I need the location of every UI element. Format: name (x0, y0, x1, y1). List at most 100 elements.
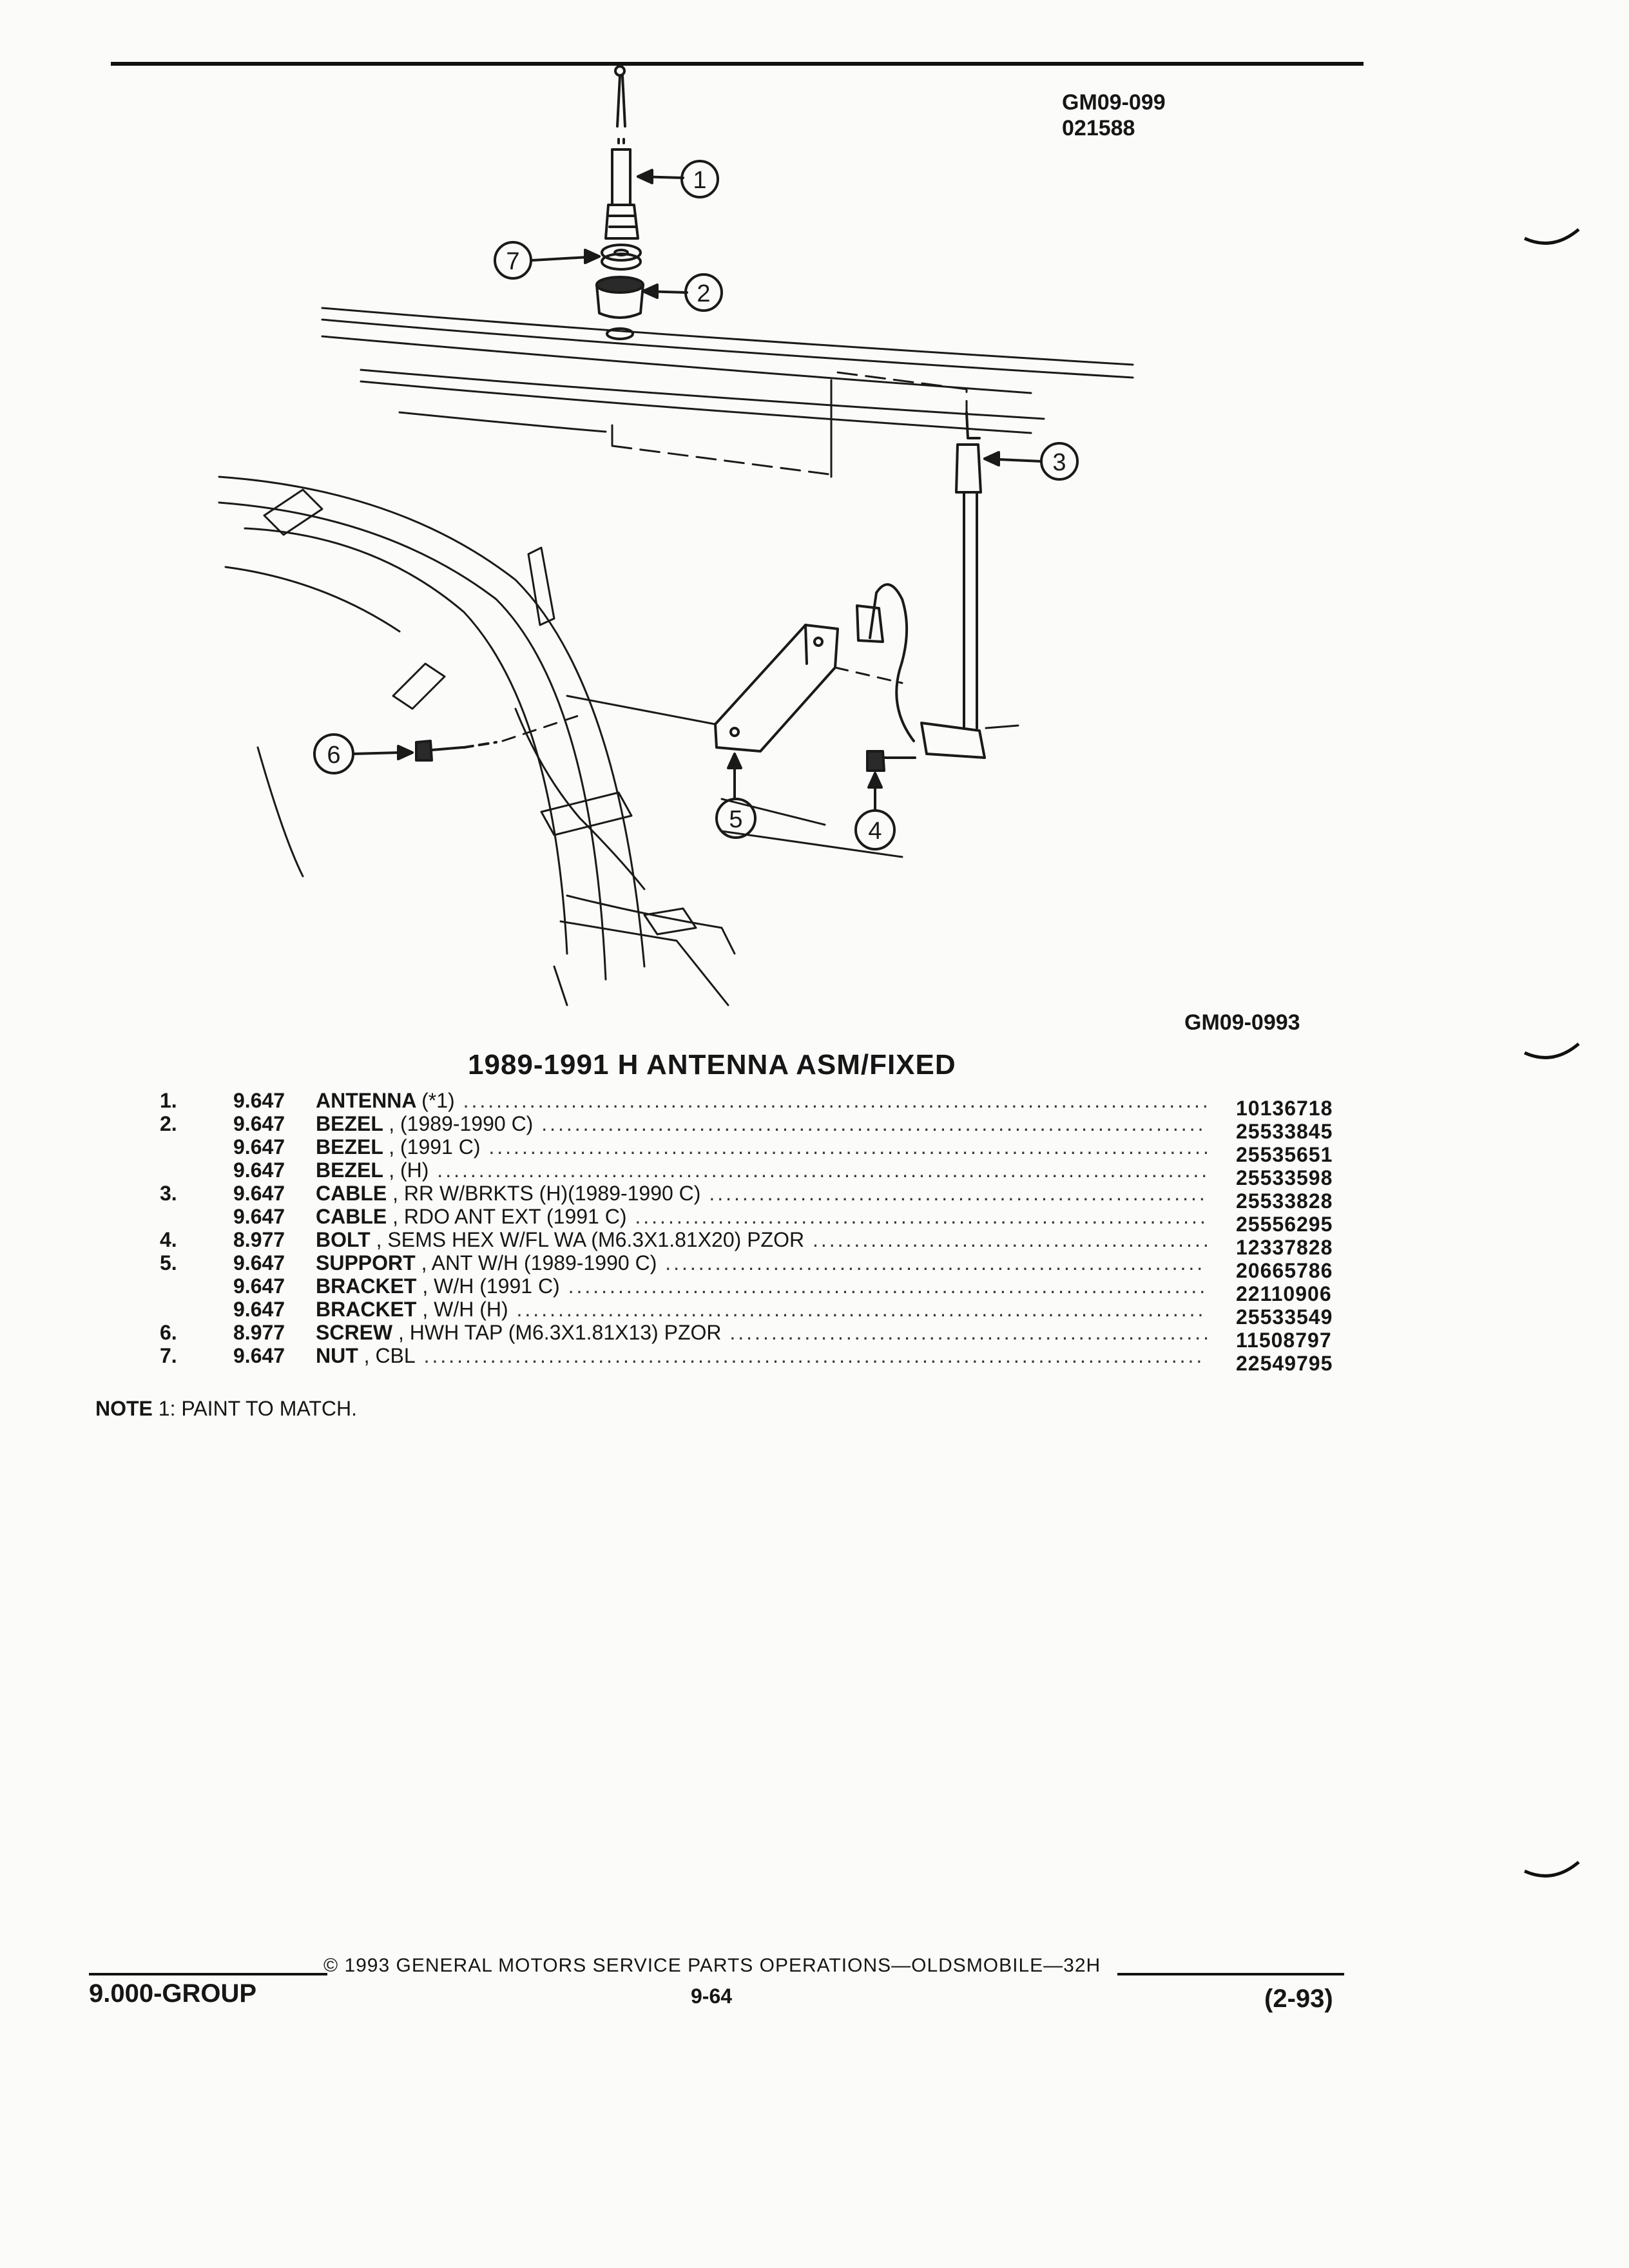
part-number: 25533549 (1236, 1305, 1333, 1329)
figure-code-date: 021588 (1062, 116, 1135, 140)
part-spec: (*1) (421, 1089, 455, 1112)
callout-5: 5 (715, 753, 757, 839)
part-spec: , W/H (H) (422, 1298, 508, 1321)
item-ref: 2. (160, 1112, 177, 1135)
part-number: 20665786 (1236, 1259, 1333, 1282)
part-description: ANTENNA (*1) ...........................… (316, 1089, 1211, 1113)
group-number: 9.647 (233, 1344, 285, 1367)
part-name: BEZEL (316, 1112, 383, 1135)
part-number: 11508797 (1236, 1329, 1332, 1352)
part-spec: , (1989-1990 C) (389, 1112, 534, 1135)
figure-code: GM09-099 (1062, 90, 1166, 115)
footer-copyright: © 1993 GENERAL MOTORS SERVICE PARTS OPER… (323, 1955, 1101, 1976)
svg-text:4: 4 (868, 818, 882, 845)
parts-row: 1. 9.647 ANTENNA (*1) ....................… (0, 1089, 1629, 1120)
part-spec: , SEMS HEX W/FL WA (M6.3X1.81X20) PZOR (376, 1228, 805, 1251)
part-name: BRACKET (316, 1274, 417, 1298)
group-number: 9.647 (233, 1251, 285, 1274)
part-description: BEZEL , (H) ............................… (316, 1158, 1210, 1182)
part-number: 25535651 (1236, 1143, 1333, 1166)
leader-dots: ........................................… (626, 1205, 1208, 1228)
item-ref: 7. (160, 1344, 177, 1367)
parts-row: 4. 8.977 BOLT , SEMS HEX W/FL WA (M6.3X1.8… (0, 1228, 1629, 1259)
item-ref: 4. (160, 1228, 177, 1251)
part-spec: , RR W/BRKTS (H)(1989-1990 C) (392, 1182, 701, 1205)
part-number: 25533598 (1236, 1166, 1333, 1189)
svg-text:5: 5 (729, 806, 742, 833)
margin-mark (1523, 1861, 1580, 1878)
part-description: NUT , CBL ..............................… (316, 1344, 1204, 1368)
part-spec: , (1991 C) (389, 1135, 481, 1158)
footer-left-rule (89, 1973, 327, 1975)
bolt-part (866, 750, 916, 772)
callout-3: 3 (983, 442, 1079, 481)
parts-row: 9.647 BEZEL , (1991 C) ..................… (0, 1135, 1629, 1166)
svg-text:7: 7 (506, 248, 519, 275)
part-name: BRACKET (316, 1298, 417, 1321)
part-number: 10136718 (1236, 1097, 1333, 1120)
leader-dots: ........................................… (533, 1112, 1206, 1135)
part-name: SUPPORT (316, 1251, 416, 1274)
part-spec: , ANT W/H (1989-1990 C) (421, 1251, 657, 1274)
part-spec: , W/H (1991 C) (422, 1274, 560, 1298)
group-number: 9.647 (233, 1112, 285, 1135)
part-number: 22110906 (1236, 1282, 1332, 1305)
part-description: BRACKET , W/H (1991 C) .................… (316, 1274, 1208, 1298)
callout-6: 6 (313, 733, 414, 774)
leader-dots: ........................................… (804, 1228, 1211, 1251)
part-spec: , RDO ANT EXT (1991 C) (392, 1205, 627, 1228)
screw-part (415, 740, 497, 762)
leader-dots: ........................................… (429, 1158, 1210, 1182)
group-number: 9.647 (233, 1135, 285, 1158)
assembly-lines (501, 666, 1019, 858)
group-number: 9.647 (233, 1182, 285, 1205)
part-name: NUT (316, 1344, 358, 1367)
parts-row: 2. 9.647 BEZEL , (1989-1990 C) ...........… (0, 1112, 1629, 1143)
svg-text:1: 1 (693, 167, 706, 194)
item-ref: 1. (160, 1089, 177, 1112)
callout-2: 2 (642, 273, 723, 312)
part-number: 25533828 (1236, 1189, 1333, 1213)
svg-text:6: 6 (327, 742, 340, 769)
group-number: 9.647 (233, 1158, 285, 1182)
part-name: SCREW (316, 1321, 393, 1344)
parts-row: 9.647 BEZEL , (H) .......................… (0, 1158, 1629, 1189)
callout-7: 7 (494, 241, 601, 280)
part-description: BEZEL , (1991 C) .......................… (316, 1135, 1211, 1159)
body-panel-lines (321, 307, 1134, 478)
callout-1: 1 (637, 160, 719, 198)
item-ref: 5. (160, 1251, 177, 1274)
part-number: 25533845 (1236, 1120, 1333, 1143)
leader-dots: ........................................… (480, 1135, 1211, 1158)
svg-text:2: 2 (697, 280, 710, 307)
callout-4: 4 (854, 772, 896, 850)
top-rule (111, 62, 1364, 66)
leader-dots: ........................................… (700, 1182, 1208, 1205)
group-number: 8.977 (233, 1228, 285, 1251)
part-number: 22549795 (1236, 1352, 1333, 1375)
leader-dots: ........................................… (415, 1344, 1205, 1367)
part-number: 25556295 (1236, 1213, 1333, 1236)
part-name: ANTENNA (316, 1089, 416, 1112)
leader-dots: ........................................… (559, 1274, 1208, 1298)
part-description: BEZEL , (1989-1990 C) ..................… (316, 1112, 1206, 1136)
note-text: 1: PAINT TO MATCH. (158, 1397, 357, 1420)
margin-mark (1523, 1043, 1580, 1059)
leader-dots: ........................................… (721, 1321, 1212, 1344)
parts-row: 5. 9.647 SUPPORT , ANT W/H (1989-1990 C) .… (0, 1251, 1629, 1282)
part-name: CABLE (316, 1205, 387, 1228)
part-description: SUPPORT , ANT W/H (1989-1990 C) ........… (316, 1251, 1205, 1275)
part-name: BEZEL (316, 1158, 383, 1182)
part-description: BOLT , SEMS HEX W/FL WA (M6.3X1.81X20) P… (316, 1228, 1211, 1252)
support-bracket-part (714, 624, 839, 753)
group-number: 8.977 (233, 1321, 285, 1344)
part-description: SCREW , HWH TAP (M6.3X1.81X13) PZOR ....… (316, 1321, 1211, 1345)
part-description: BRACKET , W/H (H) ......................… (316, 1298, 1206, 1321)
group-number: 9.647 (233, 1089, 285, 1112)
part-description: CABLE , RR W/BRKTS (H)(1989-1990 C) ....… (316, 1182, 1208, 1206)
cable-part (856, 411, 986, 759)
part-number: 12337828 (1236, 1236, 1333, 1259)
item-ref: 3. (160, 1182, 177, 1205)
